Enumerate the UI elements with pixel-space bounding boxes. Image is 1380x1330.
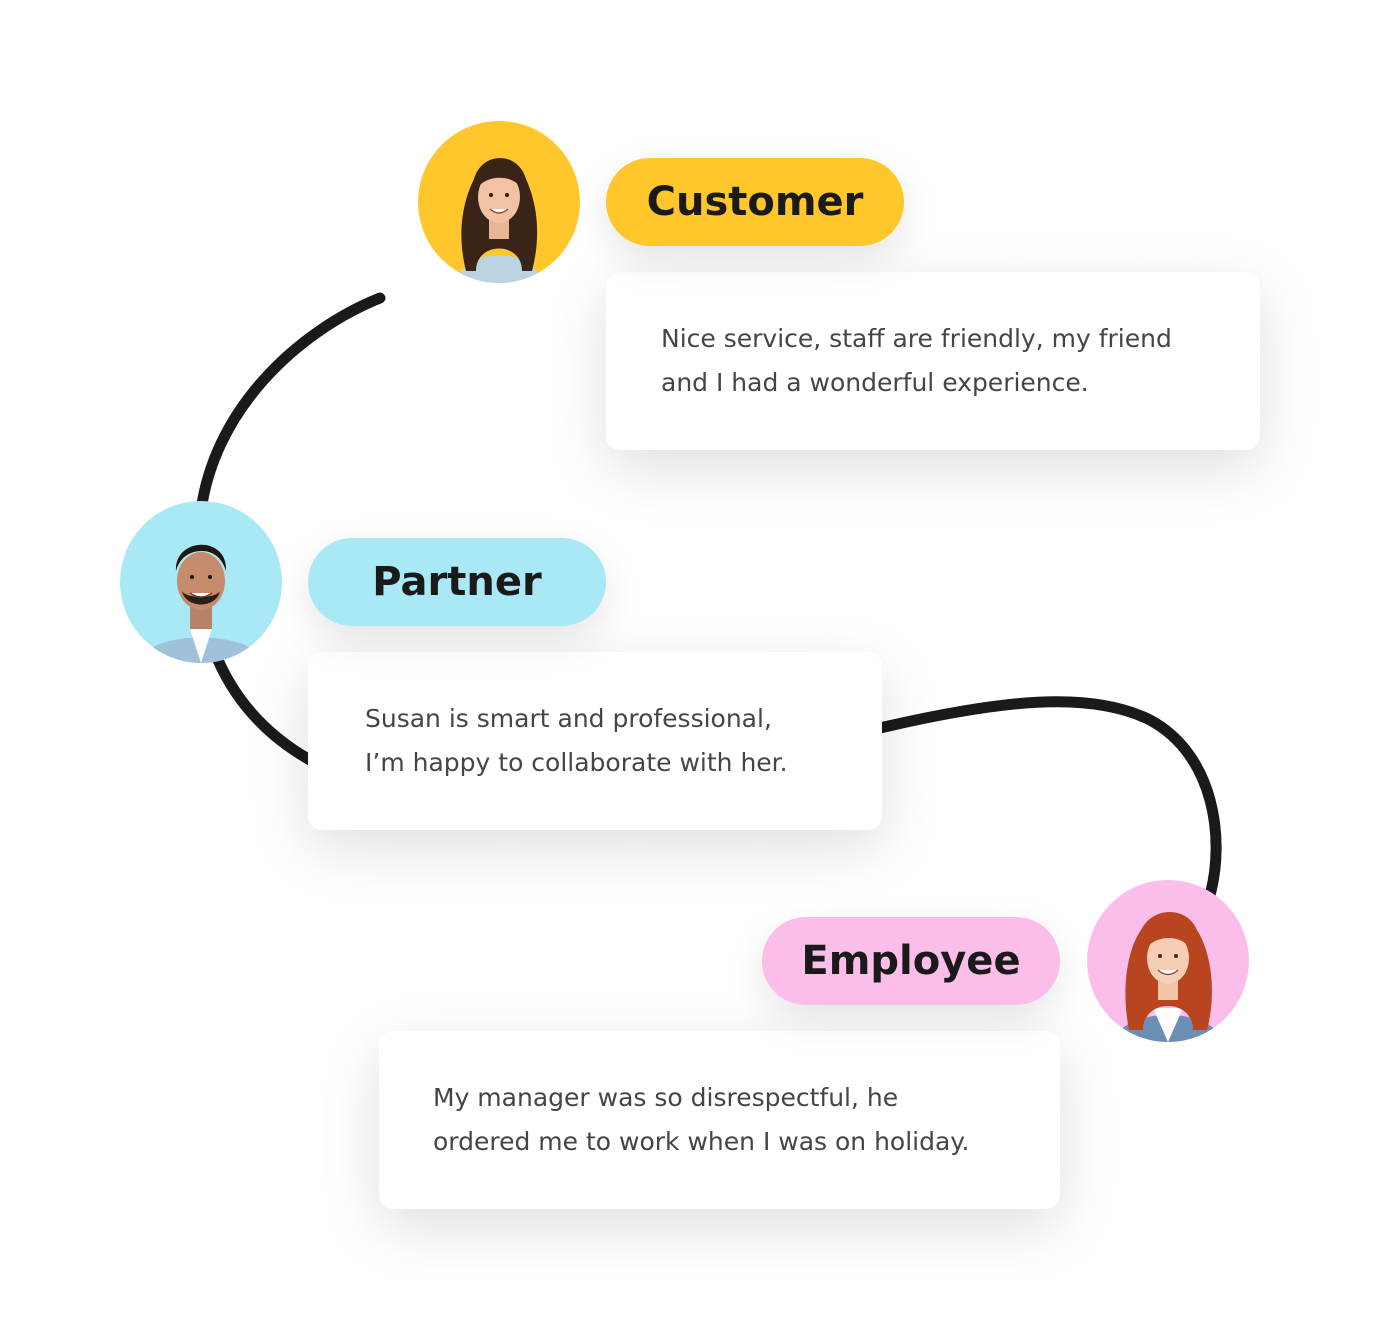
quote-line: Susan is smart and professional, — [365, 704, 772, 733]
employee-label-pill: Employee — [762, 917, 1060, 1005]
partner-label-pill: Partner — [308, 538, 606, 626]
employee-quote-card: My manager was so disrespectful, he orde… — [379, 1031, 1060, 1209]
quote-line: Nice service, staff are friendly, my fri… — [661, 324, 1172, 353]
customer-label: Customer — [646, 179, 864, 225]
partner-quote-card: Susan is smart and professional, I’m hap… — [308, 652, 882, 830]
partner-label: Partner — [372, 559, 542, 605]
quote-line: and I had a wonderful experience. — [661, 368, 1089, 397]
man-smiling-avatar-icon — [120, 501, 282, 663]
customer-quote-card: Nice service, staff are friendly, my fri… — [606, 272, 1260, 450]
quote-line: I’m happy to collaborate with her. — [365, 748, 788, 777]
woman-red-hair-avatar-icon — [1087, 880, 1249, 1042]
woman-brown-hair-avatar-icon — [418, 121, 580, 283]
employee-label: Employee — [801, 938, 1021, 984]
quote-line: ordered me to work when I was on holiday… — [433, 1127, 970, 1156]
customer-label-pill: Customer — [606, 158, 904, 246]
quote-line: My manager was so disrespectful, he — [433, 1083, 899, 1112]
